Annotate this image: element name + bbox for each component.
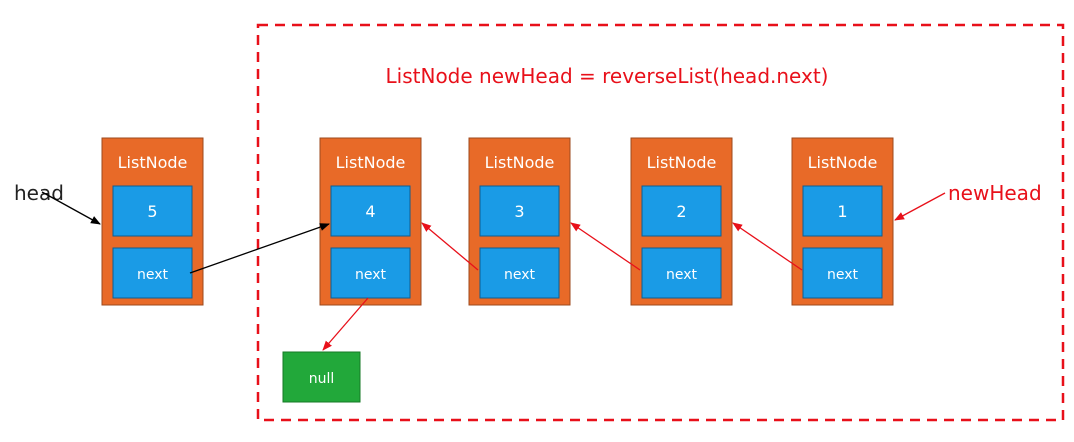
node3-next-arrow	[421, 222, 479, 271]
head-pointer-arrow	[41, 191, 101, 225]
diagram-title: ListNode newHead = reverseList(head.next…	[386, 64, 829, 88]
node-value: 1	[837, 202, 847, 221]
recursion-boundary	[256, 23, 1065, 422]
node-next-label: next	[504, 267, 536, 283]
node-next-label: next	[666, 267, 698, 283]
node4-null-arrow	[322, 297, 369, 351]
node-type-label: ListNode	[118, 153, 188, 172]
node2-next-arrow	[570, 222, 641, 271]
node-value-cell	[330, 185, 411, 237]
new-head-label: newHead	[948, 181, 1042, 205]
node-value-cell	[479, 185, 560, 237]
node-next-label: next	[355, 267, 387, 283]
node-next-cell	[802, 247, 883, 299]
node-type-label: ListNode	[485, 153, 555, 172]
node-next-cell	[330, 247, 411, 299]
node-next-cell	[641, 247, 722, 299]
node1-next-arrow	[732, 222, 803, 271]
list-node-2: ListNode 2 next	[630, 137, 733, 306]
node-next-label: next	[137, 267, 169, 283]
node5-next-arrow	[189, 223, 330, 274]
node-value: 2	[676, 202, 686, 221]
node-next-cell	[112, 247, 193, 299]
list-node-3: ListNode 3 next	[468, 137, 571, 306]
node-type-label: ListNode	[647, 153, 717, 172]
node-value-cell	[112, 185, 193, 237]
new-head-pointer-arrow	[894, 192, 946, 221]
node-value-cell	[641, 185, 722, 237]
head-label: head	[14, 181, 64, 205]
null-label: null	[309, 371, 335, 387]
node-value: 4	[365, 202, 375, 221]
node-next-cell	[479, 247, 560, 299]
null-node: null	[282, 351, 361, 403]
node-type-label: ListNode	[808, 153, 878, 172]
null-box	[282, 351, 361, 403]
node-type-label: ListNode	[336, 153, 406, 172]
node-value: 5	[147, 202, 157, 221]
node-next-label: next	[827, 267, 859, 283]
list-node-5: ListNode 5 next	[101, 137, 204, 306]
node-value-cell	[802, 185, 883, 237]
list-node-1: ListNode 1 next	[791, 137, 894, 306]
list-node-4: ListNode 4 next	[319, 137, 422, 306]
node-value: 3	[514, 202, 524, 221]
